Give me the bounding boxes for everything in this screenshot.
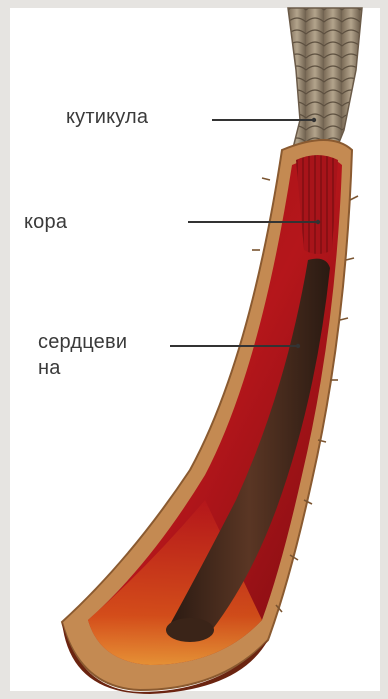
- cuticle-label: кутикула: [66, 104, 148, 130]
- cuticle-shaft: [288, 8, 362, 160]
- medulla-cut-end: [166, 618, 214, 642]
- cortex-label: кора: [24, 209, 67, 235]
- medulla-label: сердцеви на: [38, 329, 178, 381]
